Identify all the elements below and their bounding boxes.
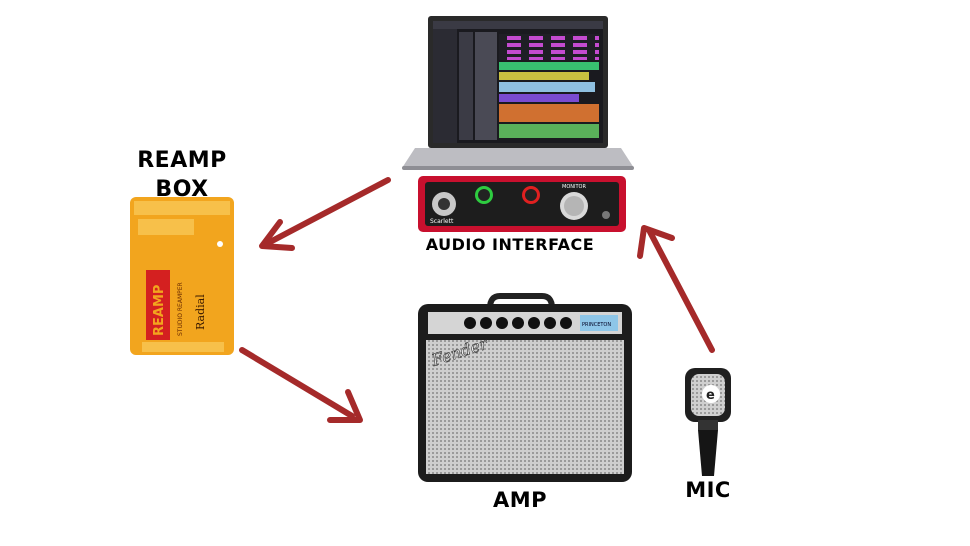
amp-device: PRINCETON Fender	[418, 293, 632, 482]
reamp-box-device: REAMP STUDIO REAMPER Radial	[130, 197, 234, 355]
amp-handle	[487, 293, 555, 309]
mic-logo	[702, 385, 720, 403]
interface-monitor-text: MONITOR	[562, 184, 586, 190]
headphone-jack	[602, 211, 610, 219]
arrow-laptop-to-reamp	[259, 177, 391, 251]
reamp-box-label: REAMP BOX	[112, 146, 252, 204]
amp-grill	[426, 340, 624, 474]
amp-label: AMP	[492, 488, 548, 512]
reamp-box-label-line1: REAMP	[137, 148, 227, 173]
reamp-screw	[217, 241, 223, 247]
amp-control-panel	[428, 312, 622, 334]
amp-badge	[580, 315, 618, 331]
mic-device: e	[685, 368, 731, 476]
amp-knob	[464, 317, 476, 329]
laptop	[402, 16, 634, 170]
interface-brand-text: Scarlett	[430, 218, 454, 225]
svg-text:e: e	[706, 388, 715, 403]
audio-interface-device: Scarlett MONITOR	[418, 176, 626, 232]
mic-body	[698, 430, 718, 476]
reamp-logo-badge	[146, 270, 170, 340]
amp-badge-text: PRINCETON	[582, 322, 611, 328]
reamp-logo-text: REAMP	[152, 285, 167, 336]
arrow-mic-to-interface	[637, 225, 715, 353]
laptop-keyboard-deck	[402, 148, 634, 168]
radial-logo-text: Radial	[194, 294, 207, 330]
mic-label: MIC	[685, 478, 731, 502]
reamp-box-label-line2: BOX	[155, 177, 209, 202]
daw-tracks	[499, 34, 599, 60]
arrow-reamp-to-amp	[239, 347, 363, 423]
audio-interface-label: AUDIO INTERFACE	[425, 235, 595, 254]
reamp-sub-text: STUDIO REAMPER	[177, 282, 184, 336]
